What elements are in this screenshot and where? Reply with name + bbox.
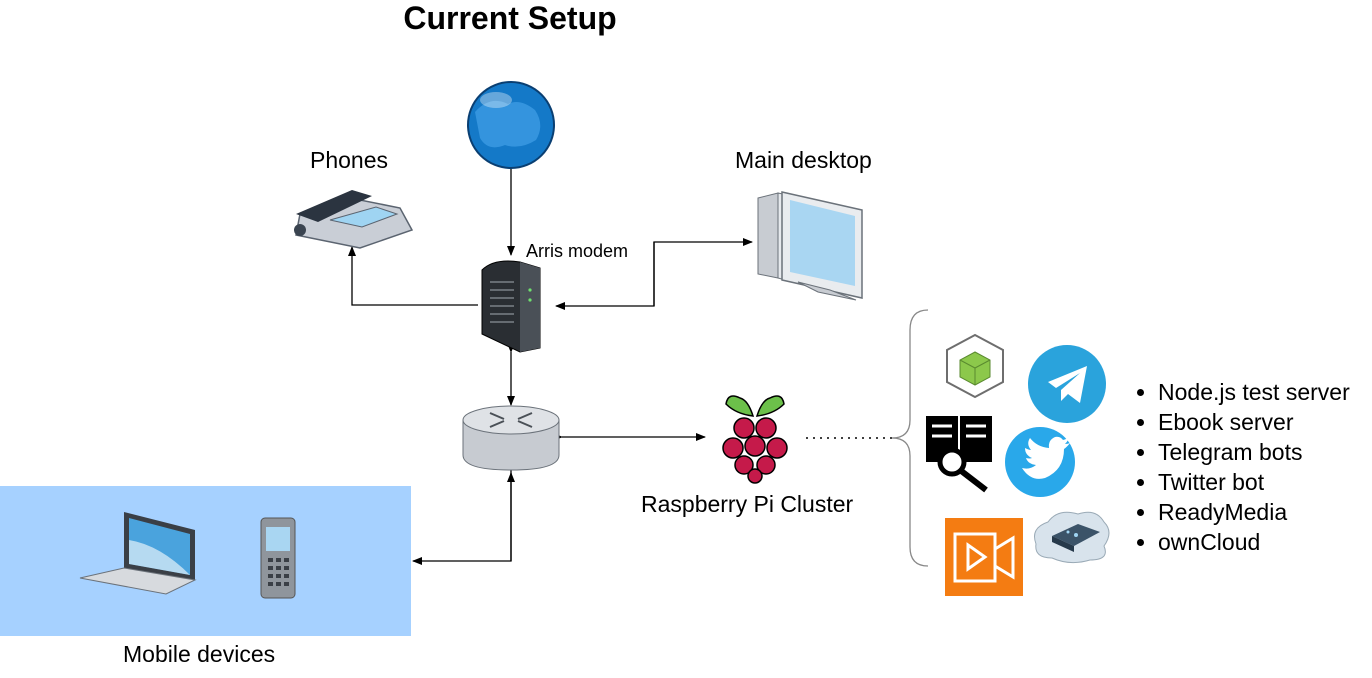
laptop-icon: [79, 512, 197, 595]
mobile-phone-icon: [260, 517, 296, 599]
modem-to-phones-edge: [348, 246, 478, 306]
nodejs-icon: [946, 333, 1004, 399]
globe-icon: [467, 81, 555, 169]
mobile-devices-zone: [0, 486, 411, 636]
modem-desktop-edge-b: [653, 238, 753, 306]
twitter-icon: [1005, 427, 1075, 497]
list-item: Node.js test server: [1158, 377, 1350, 407]
phones-label: Phones: [310, 147, 389, 173]
list-item: Ebook server: [1158, 407, 1350, 437]
desk-phone-icon: [294, 190, 414, 249]
list-item: ownCloud: [1158, 527, 1350, 557]
video-icon: [945, 518, 1023, 596]
raspberry-pi-label: Raspberry Pi Cluster: [641, 491, 854, 517]
list-item: Telegram bots: [1158, 437, 1350, 467]
list-item: ReadyMedia: [1158, 497, 1350, 527]
arris-modem-label: Arris modem: [526, 241, 629, 261]
services-list: Node.js test server Ebook server Telegra…: [1130, 377, 1350, 557]
ebook-search-icon: [926, 416, 992, 493]
services-brace: [891, 309, 929, 567]
list-item: Twitter bot: [1158, 467, 1350, 497]
router-icon: [462, 405, 560, 471]
desktop-computer-icon: [757, 191, 863, 301]
telegram-icon: [1028, 345, 1106, 423]
cable-modem-icon: [481, 260, 541, 353]
router-mobile-edge: [412, 470, 512, 565]
raspberry-pi-icon: [722, 395, 788, 484]
mobile-devices-label: Mobile devices: [123, 641, 276, 667]
main-desktop-label: Main desktop: [735, 147, 872, 173]
owncloud-icon: [1034, 511, 1110, 564]
diagram-title: Current Setup: [403, 0, 617, 36]
